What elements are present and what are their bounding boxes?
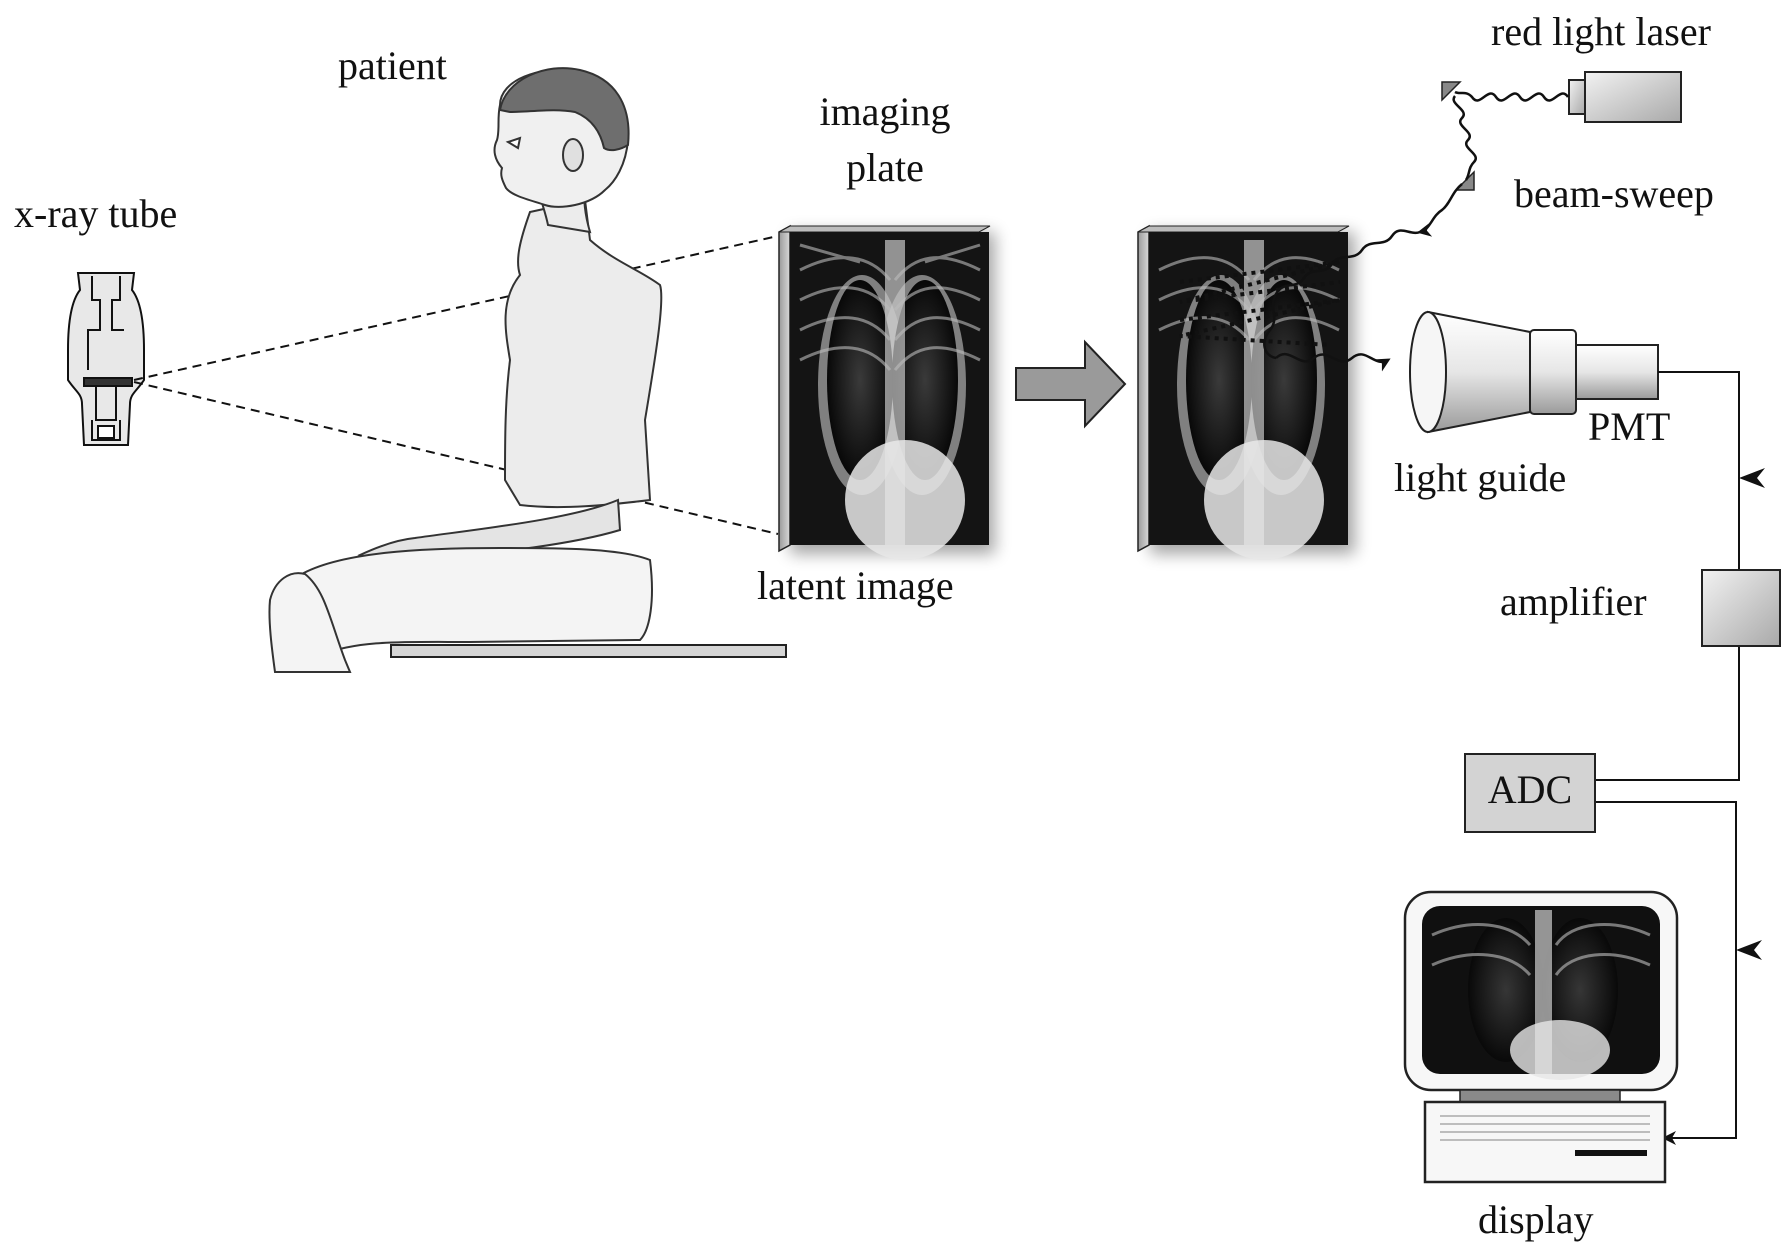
pmt-label: PMT (1588, 405, 1670, 449)
imaging-plate (779, 226, 995, 560)
patient-figure (269, 68, 786, 672)
scanned-plate (1138, 226, 1355, 560)
pmt (1530, 330, 1658, 414)
display-label: display (1478, 1198, 1594, 1242)
red-light-laser (1569, 72, 1681, 122)
beam-sweep-label: beam-sweep (1514, 172, 1714, 216)
imaging-plate-label: imaging plate (790, 90, 980, 190)
xray-beam (134, 236, 778, 534)
xray-tube-label: x-ray tube (14, 192, 177, 236)
light-guide (1410, 312, 1530, 432)
xray-tube-icon (68, 273, 144, 445)
amplifier-label: amplifier (1500, 580, 1647, 624)
patient-label: patient (338, 44, 447, 88)
latent-image-label: latent image (757, 564, 954, 608)
imaging-plate-label-line2: plate (790, 146, 980, 190)
display-monitor-icon (1405, 892, 1677, 1182)
light-guide-label: light guide (1394, 456, 1566, 500)
amplifier-box (1702, 570, 1780, 646)
process-arrow-icon (1016, 342, 1125, 426)
adc-label: ADC (1465, 768, 1595, 812)
red-light-laser-label: red light laser (1491, 10, 1711, 54)
imaging-plate-label-line1: imaging (790, 90, 980, 134)
